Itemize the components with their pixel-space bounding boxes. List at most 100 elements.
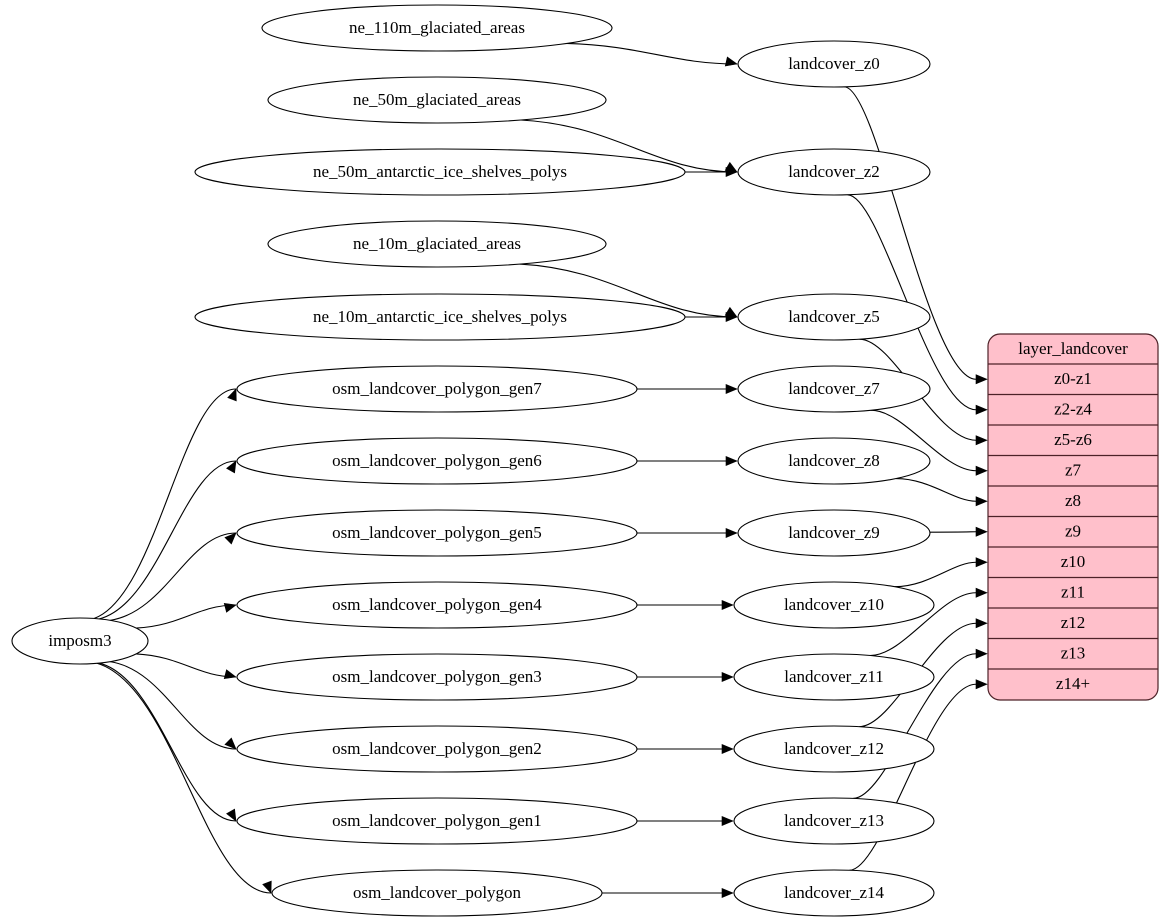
edge-osm_landcover_polygon_gen2-to-landcover_z12 <box>636 743 734 755</box>
arrow-head-icon <box>975 404 988 415</box>
node-osm_landcover_polygon_gen5[interactable]: osm_landcover_polygon_gen5 <box>236 509 638 557</box>
node-landcover_z14[interactable]: landcover_z14 <box>733 869 935 917</box>
node-osm_landcover_polygon[interactable]: osm_landcover_polygon <box>271 869 603 917</box>
node-shape <box>733 653 935 701</box>
arrow-head-icon <box>975 557 988 568</box>
node-osm_landcover_polygon_gen2[interactable]: osm_landcover_polygon_gen2 <box>236 725 638 773</box>
record-row-z0-z1[interactable]: z0-z1 <box>1054 369 1092 388</box>
edge-osm_landcover_polygon_gen3-to-landcover_z11 <box>637 671 734 683</box>
node-landcover_z2[interactable]: landcover_z2 <box>737 148 931 196</box>
node-shape <box>236 581 638 629</box>
edge-line <box>99 460 237 620</box>
record-row-z12[interactable]: z12 <box>1061 613 1086 632</box>
node-ne_50m_antarctic_ice_shelves_polys[interactable]: ne_50m_antarctic_ice_shelves_polys <box>194 148 686 196</box>
arrow-head-icon <box>975 526 988 537</box>
edge-line <box>96 662 272 894</box>
arrow-head-icon <box>226 460 237 474</box>
node-osm_landcover_polygon_gen3[interactable]: osm_landcover_polygon_gen3 <box>236 653 638 701</box>
arrow-head-icon <box>975 587 988 598</box>
nodes-layer: imposm3 ne_110m_glaciated_areas ne_50m_gla… <box>11 4 935 917</box>
edge-line <box>93 388 237 620</box>
arrow-head-icon <box>725 455 738 467</box>
record-header-label: layer_landcover <box>1018 339 1128 358</box>
node-label: landcover_z2 <box>788 162 880 181</box>
node-shape <box>236 653 638 701</box>
node-landcover_z5[interactable]: landcover_z5 <box>737 293 931 341</box>
arrow-head-icon <box>721 599 734 611</box>
record-row-z10[interactable]: z10 <box>1061 552 1086 571</box>
record-row-z7[interactable]: z7 <box>1065 461 1082 480</box>
node-shape <box>737 509 931 557</box>
edges-layer <box>93 42 988 899</box>
node-ne_10m_antarctic_ice_shelves_polys[interactable]: ne_10m_antarctic_ice_shelves_polys <box>194 293 686 341</box>
node-landcover_z10[interactable]: landcover_z10 <box>733 581 935 629</box>
node-label: osm_landcover_polygon_gen6 <box>332 451 542 470</box>
edge-line <box>870 592 977 657</box>
edge-line <box>136 604 237 629</box>
record-row-z2-z4[interactable]: z2-z4 <box>1054 400 1092 419</box>
node-shape <box>267 220 607 268</box>
node-shape <box>737 293 931 341</box>
record-table-layer_landcover[interactable]: layer_landcover z0-z1 z2-z4 z5-z6 z7 z8 z9 z10 z… <box>987 333 1159 701</box>
record-row-z9[interactable]: z9 <box>1065 522 1081 541</box>
record-row-z5-z6[interactable]: z5-z6 <box>1054 430 1092 449</box>
node-label: ne_50m_antarctic_ice_shelves_polys <box>313 162 567 181</box>
edge-line <box>894 561 977 588</box>
arrow-head-icon <box>227 388 237 402</box>
arrow-head-icon <box>975 496 988 507</box>
edge-imposm3-to-osm_landcover_polygon <box>96 662 272 894</box>
node-osm_landcover_polygon_gen7[interactable]: osm_landcover_polygon_gen7 <box>236 365 638 413</box>
edge-osm_landcover_polygon-to-landcover_z14 <box>601 887 734 899</box>
node-landcover_z8[interactable]: landcover_z8 <box>737 437 931 485</box>
edge-line <box>99 662 237 822</box>
node-landcover_z7[interactable]: landcover_z7 <box>737 365 931 413</box>
node-osm_landcover_polygon_gen1[interactable]: osm_landcover_polygon_gen1 <box>236 797 638 845</box>
node-landcover_z0[interactable]: landcover_z0 <box>737 40 931 88</box>
edge-ne_50m_antarctic_ice_shelves_polys-to-landcover_z2 <box>684 166 738 178</box>
arrow-head-icon <box>223 669 237 680</box>
node-osm_landcover_polygon_gen4[interactable]: osm_landcover_polygon_gen4 <box>236 581 638 629</box>
node-shape <box>737 437 931 485</box>
edge-imposm3-to-osm_landcover_polygon_gen6 <box>99 460 237 620</box>
edge-osm_landcover_polygon_gen7-to-landcover_z7 <box>637 383 738 395</box>
node-landcover_z12[interactable]: landcover_z12 <box>733 725 935 773</box>
arrow-head-icon <box>975 374 988 385</box>
node-shape <box>737 365 931 413</box>
record-row-z11[interactable]: z11 <box>1061 583 1085 602</box>
arrow-head-icon <box>975 435 988 446</box>
record-row-z8[interactable]: z8 <box>1065 491 1081 510</box>
arrow-head-icon <box>223 602 237 613</box>
record-row-z13[interactable]: z13 <box>1061 644 1086 663</box>
edge-line <box>844 86 977 380</box>
node-ne_110m_glaciated_areas[interactable]: ne_110m_glaciated_areas <box>261 4 613 52</box>
edge-imposm3-to-osm_landcover_polygon_gen5 <box>109 532 237 621</box>
node-landcover_z13[interactable]: landcover_z13 <box>733 797 935 845</box>
edge-landcover_z8-to-layer_landcover-z8 <box>895 478 988 507</box>
node-imposm3[interactable]: imposm3 <box>11 617 149 665</box>
node-label: landcover_z13 <box>784 811 884 830</box>
node-landcover_z11[interactable]: landcover_z11 <box>733 653 935 701</box>
node-label: ne_110m_glaciated_areas <box>349 18 525 37</box>
node-shape <box>267 76 607 124</box>
edge-osm_landcover_polygon_gen4-to-landcover_z10 <box>637 599 734 611</box>
node-shape <box>236 509 638 557</box>
record-row-z14+[interactable]: z14+ <box>1056 674 1090 693</box>
node-osm_landcover_polygon_gen6[interactable]: osm_landcover_polygon_gen6 <box>236 437 638 485</box>
arrow-head-icon <box>721 671 734 683</box>
node-label: imposm3 <box>48 631 111 650</box>
node-shape <box>737 148 931 196</box>
node-ne_10m_glaciated_areas[interactable]: ne_10m_glaciated_areas <box>267 220 607 268</box>
arrow-head-icon <box>721 743 734 755</box>
arrow-head-icon <box>725 383 738 395</box>
arrow-head-icon <box>226 808 237 822</box>
node-label: osm_landcover_polygon_gen2 <box>332 739 542 758</box>
node-shape <box>194 293 686 341</box>
node-landcover_z9[interactable]: landcover_z9 <box>737 509 931 557</box>
node-label: landcover_z11 <box>784 667 883 686</box>
node-label: osm_landcover_polygon_gen7 <box>332 379 542 398</box>
node-ne_50m_glaciated_areas[interactable]: ne_50m_glaciated_areas <box>267 76 607 124</box>
edge-imposm3-to-osm_landcover_polygon_gen1 <box>99 662 237 822</box>
node-shape <box>236 725 638 773</box>
